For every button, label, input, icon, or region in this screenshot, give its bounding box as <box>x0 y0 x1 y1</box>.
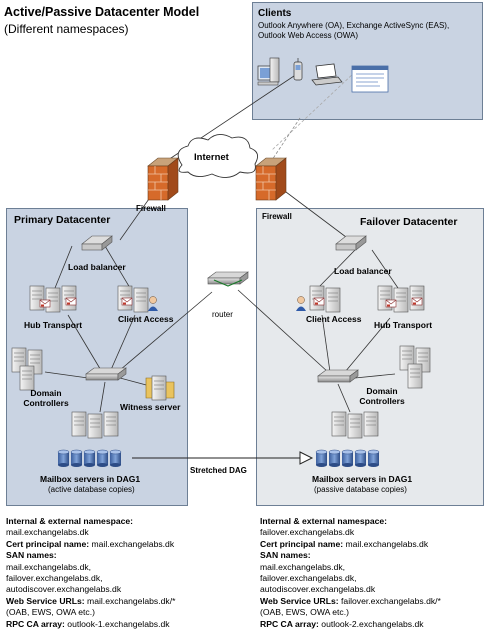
primary-ns-value: mail.exchangelabs.dk <box>6 527 89 538</box>
mailbox-servers-primary-icon <box>71 411 119 439</box>
internet-cloud-icon <box>177 134 259 178</box>
primary-san-3: autodiscover.exchangelabs.dk <box>6 584 122 595</box>
clients-description: Outlook Anywhere (OA), Exchange ActiveSy… <box>258 21 450 40</box>
primary-client-access-label: Client Access <box>118 314 174 324</box>
diagram-title: Active/Passive Datacenter Model <box>4 5 200 19</box>
internet-label: Internet <box>194 152 229 163</box>
stretched-dag-arrow <box>299 451 314 465</box>
database-failover-icons <box>315 449 380 468</box>
stretched-dag-label: Stretched DAG <box>190 466 247 475</box>
primary-san-1: mail.exchangelabs.dk, <box>6 561 92 572</box>
failover-cert-label: Cert principal name: <box>260 538 344 549</box>
primary-namespace-block: Internal & external namespace: mail.exch… <box>6 516 175 630</box>
failover-san-label: SAN names: <box>260 550 311 561</box>
failover-ws-label: Web Service URLs: <box>260 595 339 606</box>
primary-ws-value: mail.exchangelabs.dk/* <box>87 595 176 606</box>
failover-rpc-value: outlook-2.exchangelabs.dk <box>321 618 424 629</box>
witness-server-label: Witness server <box>120 402 181 412</box>
failover-san-3: autodiscover.exchangelabs.dk <box>260 584 376 595</box>
failover-mailbox-label: Mailbox servers in DAG1 <box>312 474 413 484</box>
failover-datacenter-title: Failover Datacenter <box>360 216 458 228</box>
laptop-icon <box>311 63 343 86</box>
switch-failover-icon <box>317 369 359 383</box>
failover-client-access-label: Client Access <box>306 314 362 324</box>
witness-server-icon <box>145 375 175 401</box>
primary-firewall-label: Firewall <box>136 204 166 213</box>
failover-domain-controllers-label: Domain Controllers <box>359 386 405 406</box>
failover-cert-value: mail.exchangelabs.dk <box>345 538 429 549</box>
failover-load-balancer-label: Load balancer <box>334 266 392 276</box>
failover-san-2: failover.exchangelabs.dk, <box>260 573 357 584</box>
failover-hub-transport-label: Hub Transport <box>374 320 433 330</box>
primary-san-2: failover.exchangelabs.dk, <box>6 573 103 584</box>
hub-transport-primary-icon <box>29 285 77 313</box>
failover-ns-label: Internal & external namespace: <box>260 516 388 526</box>
diagram-subtitle: (Different namespaces) <box>4 22 129 36</box>
primary-ws-label: Web Service URLs: <box>6 595 85 606</box>
firewall-failover-icon <box>255 157 287 201</box>
failover-ws-note: (OAB, EWS, OWA etc.) <box>260 607 349 618</box>
load-balancer-failover-icon <box>335 235 367 251</box>
primary-cert-value: mail.exchangelabs.dk <box>91 538 175 549</box>
router-icon <box>207 271 249 287</box>
failover-rpc-label: RPC CA array: <box>260 618 319 629</box>
primary-ns-label: Internal & external namespace: <box>6 516 134 526</box>
client-access-failover-icon <box>295 285 341 313</box>
primary-rpc-label: RPC CA array: <box>6 618 65 629</box>
failover-san-1: mail.exchangelabs.dk, <box>260 561 346 572</box>
clients-title: Clients <box>258 8 292 19</box>
domain-controllers-primary-icon <box>11 347 43 391</box>
desktop-computer-icon <box>257 57 280 86</box>
client-access-primary-icon <box>117 285 159 313</box>
router-label: router <box>212 310 233 319</box>
switch-primary-icon <box>85 367 127 381</box>
clients-box <box>252 2 483 120</box>
mailbox-servers-failover-icon <box>331 411 379 439</box>
primary-rpc-value: outlook-1.exchangelabs.dk <box>67 618 170 629</box>
failover-ns-value: failover.exchangelabs.dk <box>260 527 355 538</box>
mobile-phone-icon <box>293 58 303 81</box>
primary-datacenter-title: Primary Datacenter <box>14 214 111 226</box>
failover-firewall-label: Firewall <box>262 212 292 221</box>
domain-controllers-failover-icon <box>399 345 431 389</box>
browser-window-icon <box>351 65 389 93</box>
primary-san-label: SAN names: <box>6 550 57 561</box>
database-primary-icons <box>57 449 122 468</box>
primary-load-balancer-label: Load balancer <box>68 262 126 272</box>
primary-mailbox-label: Mailbox servers in DAG1 <box>40 474 141 484</box>
firewall-primary-icon <box>147 157 179 201</box>
primary-domain-controllers-label: Domain Controllers <box>23 388 69 408</box>
primary-cert-label: Cert principal name: <box>6 538 90 549</box>
load-balancer-primary-icon <box>81 235 113 251</box>
failover-ws-value: failover.exchangelabs.dk/* <box>341 595 441 606</box>
failover-namespace-block: Internal & external namespace: failover.… <box>260 516 441 630</box>
hub-transport-failover-icon <box>377 285 425 313</box>
failover-mailbox-note: (passive database copies) <box>314 485 407 494</box>
primary-mailbox-note: (active database copies) <box>48 485 135 494</box>
primary-ws-note: (OAB, EWS, OWA etc.) <box>6 607 95 618</box>
primary-hub-transport-label: Hub Transport <box>24 320 83 330</box>
